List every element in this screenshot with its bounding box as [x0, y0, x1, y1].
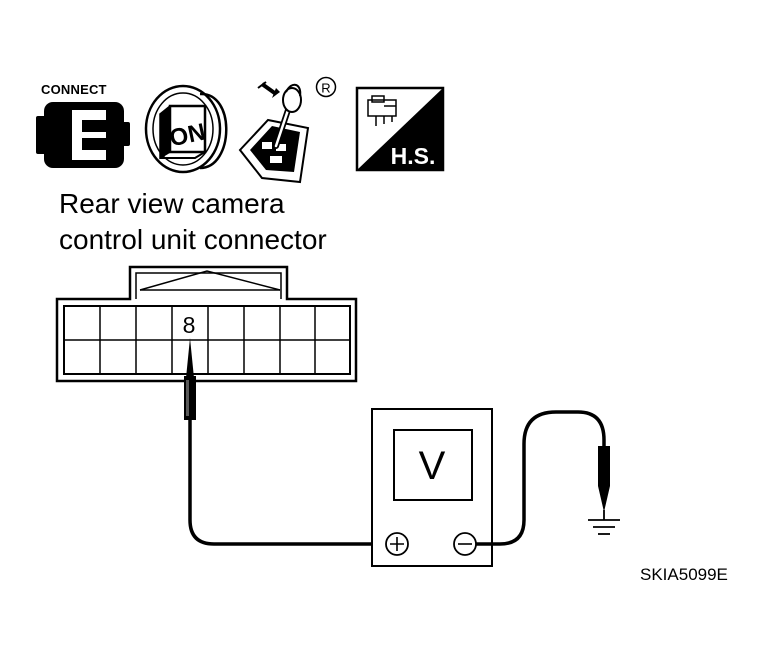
- negative-test-lead: [476, 410, 606, 546]
- diagram-title-line-1: Rear view camera: [59, 188, 285, 219]
- registered-mark-label: R: [321, 81, 330, 96]
- voltmeter-display-label: V: [419, 444, 446, 488]
- shift-lever-icon: [238, 81, 310, 184]
- connect-label: CONNECT: [41, 82, 107, 97]
- diagram-title-line-2: control unit connector: [59, 224, 327, 255]
- registered-mark-icon: [315, 76, 337, 98]
- positive-test-lead: [188, 420, 386, 546]
- negative-probe: [598, 446, 610, 512]
- connect-icon: [36, 102, 130, 168]
- control-unit-connector: [55, 265, 358, 383]
- positive-probe: [184, 338, 196, 420]
- hs-label: H.S.: [391, 143, 436, 169]
- harness-hs-icon: [355, 86, 445, 172]
- pin-8-label: 8: [183, 312, 196, 338]
- figure-code-label: SKIA5099E: [640, 565, 728, 584]
- ground-icon: [588, 510, 620, 535]
- plus-icon: [390, 537, 404, 551]
- ignition-key-icon: [144, 84, 228, 174]
